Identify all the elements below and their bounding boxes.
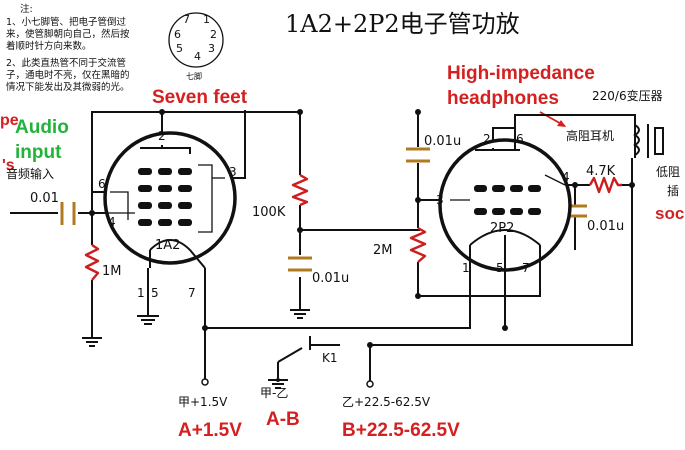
diagram-title: 1A2+2P2电子管功放 xyxy=(285,10,520,38)
supply-terminals xyxy=(201,378,374,388)
headphones-label: High-impedance xyxy=(447,63,595,84)
tube-1-pin: 1 xyxy=(137,286,145,300)
pinout-diagram: 7 1 6 2 5 3 4 七脚 xyxy=(168,12,224,81)
transformer-symbol xyxy=(633,124,664,158)
tube-2-label: 2P2 xyxy=(490,221,514,236)
left-clipped-label: 's xyxy=(2,157,15,174)
pinout-pin: 4 xyxy=(194,50,201,63)
notes-block: 注: 1、小七脚管、把电子管倒过 来，使管脚朝向自己，然后按 着顺时针方向来数。… xyxy=(6,3,130,93)
hi-z-headphone-label: 高阻耳机 xyxy=(566,128,614,143)
tube-2-pin: 2 xyxy=(483,132,491,146)
tube-1-pin: 2 xyxy=(158,129,166,143)
tube-2p2: 2P2 2 6 3 4 1 5 7 xyxy=(436,128,572,275)
notes-line: 2、此类直热管不同于交流管 xyxy=(6,57,126,69)
coupling-capacitor-value: 0.01u xyxy=(424,134,461,149)
notes-heading: 注: xyxy=(20,3,33,15)
grid-resistor-2m: 2M xyxy=(373,226,427,263)
b-supply-label: B+22.5-62.5V xyxy=(342,420,460,441)
audio-input-label: input xyxy=(15,142,62,163)
load-resistor-value: 100K xyxy=(252,205,286,220)
pinout-pin: 1 xyxy=(203,13,210,26)
load-resistor-100k: 100K xyxy=(252,173,309,220)
a-supply-label: A+1.5V xyxy=(178,420,242,441)
tube-2-pin: 1 xyxy=(462,261,470,275)
tube-2-pin: 4 xyxy=(562,170,570,184)
bypass-capacitor-value: 0.01u xyxy=(587,219,624,234)
notes-line: 情况下能发出及其微弱的光。 xyxy=(6,81,130,93)
seven-feet-label: Seven feet xyxy=(152,87,248,108)
tube-1-label: 1A2 xyxy=(155,238,180,253)
input-capacitor: 0.01 xyxy=(30,191,76,225)
transformer-label: 220/6变压器 xyxy=(592,88,663,103)
b-supply-cn-label: 乙+22.5-62.5V xyxy=(342,395,431,409)
pinout-pin: 7 xyxy=(183,13,190,26)
bypass-capacitor: 0.01u xyxy=(563,204,624,234)
notes-line: 来，使管脚朝向自己，然后按 xyxy=(6,28,130,40)
tube-1a2: 1A2 2 3 6 4 1 5 7 xyxy=(98,129,237,300)
tube-2-pin: 7 xyxy=(522,261,530,275)
audio-input-label: Audio xyxy=(15,117,69,138)
tube-2-pin: 5 xyxy=(496,261,504,275)
low-z-label: 低阻 xyxy=(656,165,680,179)
notes-line: 子，通电时不亮，仅在黑暗的 xyxy=(6,69,130,81)
tube-1-pin: 5 xyxy=(151,286,159,300)
ab-cn-label: 甲-乙 xyxy=(260,386,288,400)
notes-line: 1、小七脚管、把电子管倒过 xyxy=(6,16,127,28)
left-clipped-label: pe xyxy=(0,112,19,129)
grid-resistor-value: 1M xyxy=(102,264,122,279)
tube-1-pin: 7 xyxy=(188,286,196,300)
audio-input-cn-label: 音频输入 xyxy=(6,166,54,181)
tube-1-pin: 6 xyxy=(98,177,106,191)
tube-2-pin: 3 xyxy=(436,193,444,207)
pinout-pin: 6 xyxy=(174,28,181,41)
grid-resistor-1m: 1M xyxy=(84,244,122,281)
tube-1-pin: 3 xyxy=(229,165,237,179)
junction-dots xyxy=(89,109,635,348)
pinout-pin: 5 xyxy=(176,42,183,55)
pinout-label: 七脚 xyxy=(186,71,202,81)
pinout-pin: 2 xyxy=(210,28,217,41)
switch-label: K1 xyxy=(322,351,338,365)
headphones-label: headphones xyxy=(447,88,559,109)
grid-resistor-2m-value: 2M xyxy=(373,243,393,258)
ground-symbols xyxy=(82,309,310,389)
low-z-label: 插 xyxy=(667,184,679,198)
input-capacitor-value: 0.01 xyxy=(30,191,59,206)
pinout-pin: 3 xyxy=(208,42,215,55)
decoupling-capacitor-value: 0.01u xyxy=(312,271,349,286)
screen-resistor: 4.7K xyxy=(586,164,622,194)
tube-1-pin: 4 xyxy=(108,215,116,229)
notes-line: 着顺时针方向来数。 xyxy=(6,40,92,52)
socket-label: soc xyxy=(655,204,684,223)
a-supply-cn-label: 甲+1.5V xyxy=(178,395,228,409)
ab-label: A-B xyxy=(266,409,300,430)
coupling-capacitor: 0.01u xyxy=(406,134,461,163)
decoupling-capacitor: 0.01u xyxy=(288,256,349,286)
screen-resistor-value: 4.7K xyxy=(586,164,616,179)
tube-2-pin: 6 xyxy=(516,132,524,146)
